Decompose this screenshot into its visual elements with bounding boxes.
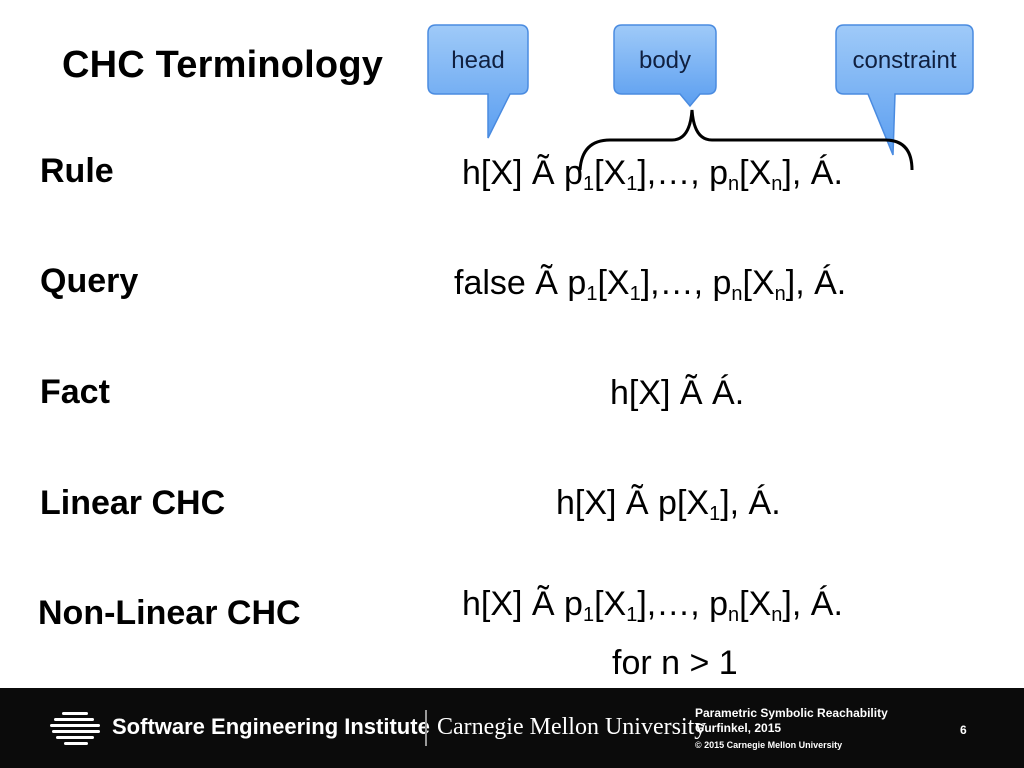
formula-linear-chc: h[X] Ã p[X1], Á. — [556, 484, 781, 525]
formula-rule-sub: 1 — [582, 173, 595, 195]
formula-rule-sub: 1 — [626, 173, 638, 195]
formula-query-part: false Ã p — [454, 264, 587, 302]
formula-fact: h[X] Ã Á. — [610, 374, 744, 413]
head-callout-label: head — [451, 47, 505, 74]
callouts-graphic — [427, 24, 974, 171]
formula-nonlinear-part: ], Á. — [782, 585, 843, 623]
sei-globe-icon — [50, 712, 100, 745]
formula-rule-sub: n — [728, 173, 740, 195]
body-callout-label: body — [638, 47, 692, 74]
formula-nonlinear-sub: n — [771, 604, 783, 626]
formula-nonlinear-part: h[X] Ã p — [462, 585, 583, 623]
footer-divider — [425, 710, 427, 746]
formula-query-sub: n — [731, 283, 743, 305]
formula-rule-part: ],…, p — [637, 154, 729, 192]
formula-query-part: [X — [742, 264, 775, 302]
body-callout-bubble — [613, 24, 717, 108]
footer-copyright: © 2015 Carnegie Mellon University — [695, 740, 843, 750]
formula-rule-sub: n — [771, 173, 783, 195]
term-linear-chc: Linear CHC — [40, 484, 226, 522]
formula-query-part: ],…, p — [640, 264, 732, 302]
formula-query-part: ], Á. — [785, 264, 847, 302]
footer-talk-info: Parametric Symbolic Reachability Gurfink… — [695, 706, 888, 736]
formula-nonlinear-part: [X — [594, 585, 627, 623]
formula-rule: h[X] Ã p1[X1],…, pn[Xn], Á. — [462, 154, 843, 195]
cmu-wordmark: Carnegie Mellon University — [437, 714, 707, 740]
formula-rule-part: h[X] Ã p — [462, 154, 583, 192]
formula-nonlinear-condition: for n > 1 — [612, 644, 738, 682]
footer-bar: Software Engineering Institute Carnegie … — [0, 688, 1024, 768]
term-query: Query — [40, 262, 139, 300]
formula-nonlinear-sub: 1 — [626, 604, 638, 626]
body-brace — [578, 109, 914, 171]
formula-query: false Ã p1[X1],…, pn[Xn], Á. — [454, 264, 847, 305]
formula-rule-part: ], Á. — [782, 154, 843, 192]
footer-talk-title: Parametric Symbolic Reachability — [695, 706, 888, 720]
formula-fact-part: h[X] Ã Á. — [610, 374, 745, 412]
constraint-callout-label: constraint — [852, 47, 957, 74]
formula-linear-part: ], Á. — [720, 484, 781, 522]
footer-author: Gurfinkel, 2015 — [695, 721, 782, 735]
formula-nonlinear-part: [X — [739, 585, 772, 623]
constraint-callout-bubble — [835, 24, 974, 156]
term-fact: Fact — [40, 373, 110, 411]
sei-wordmark: Software Engineering Institute — [112, 714, 430, 739]
term-rule: Rule — [40, 152, 114, 190]
formula-linear-sub: 1 — [709, 503, 721, 525]
formula-query-sub: n — [774, 283, 786, 305]
formula-rule-part: [X — [594, 154, 627, 192]
page-number: 6 — [960, 723, 967, 737]
formula-linear-part: h[X] Ã p[X — [556, 484, 710, 522]
formula-nonlinear-chc: h[X] Ã p1[X1],…, pn[Xn], Á. — [462, 585, 843, 626]
formula-query-sub: 1 — [586, 283, 598, 305]
slide-title: CHC Terminology — [62, 44, 384, 86]
formula-nonlinear-part: ],…, p — [637, 585, 729, 623]
formula-query-sub: 1 — [629, 283, 641, 305]
formula-nonlinear-sub: 1 — [582, 604, 595, 626]
formula-query-part: [X — [597, 264, 630, 302]
formula-nonlinear-sub: n — [728, 604, 740, 626]
term-nonlinear-chc: Non-Linear CHC — [38, 594, 301, 632]
formula-rule-part: [X — [739, 154, 772, 192]
head-callout-bubble — [427, 24, 529, 139]
